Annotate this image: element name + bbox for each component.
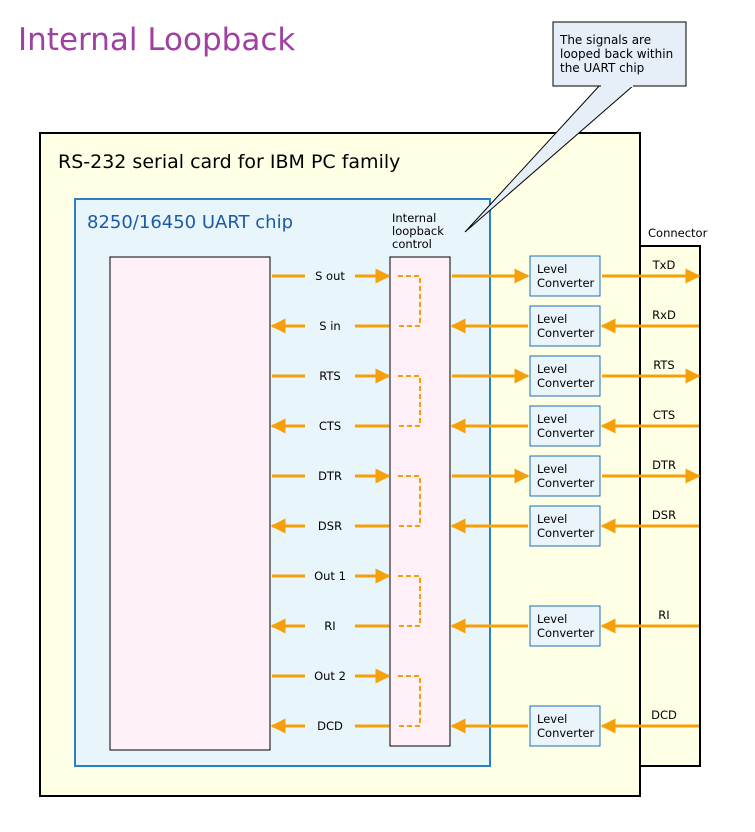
loopback-control-block: [389, 256, 451, 747]
signal-label-out-2: Out 2: [314, 669, 346, 683]
level-converter-label: Level: [537, 412, 567, 426]
level-converter-label: Converter: [537, 426, 595, 440]
loopback-link-s-out: [398, 275, 421, 327]
connector-signal-cts: CTS: [653, 408, 675, 422]
signal-label-bg: [305, 467, 355, 484]
loopback-link-out-1: [398, 575, 421, 627]
level-converter-rts: [529, 355, 601, 397]
level-converter-label: Converter: [537, 626, 595, 640]
level-converter-s-in: [529, 305, 601, 347]
signal-label-out-1: Out 1: [314, 569, 346, 583]
signal-label-bg: [305, 317, 355, 334]
signal-label-dsr: DSR: [318, 519, 342, 533]
level-converter-dtr: [529, 455, 601, 497]
signal-label-bg: [305, 717, 355, 734]
connector-signal-dsr: DSR: [652, 508, 676, 522]
level-converter-label: Converter: [537, 276, 595, 290]
signal-label-bg: [305, 267, 355, 284]
connector-signal-s-out: TxD: [652, 258, 676, 272]
uart-core-block: [109, 256, 271, 751]
level-converter-cts: [529, 405, 601, 447]
level-converter-label: Level: [537, 512, 567, 526]
signal-label-s-in: S in: [319, 319, 340, 333]
level-converter-label: Level: [537, 262, 567, 276]
callout-text: The signals are looped back within the U…: [559, 33, 677, 75]
level-converter-dcd: [529, 705, 601, 747]
callout-line-2: looped back within: [560, 47, 673, 61]
callout-line-1: The signals are: [559, 33, 651, 47]
loopback-link-dtr: [398, 475, 421, 527]
signal-label-bg: [305, 417, 355, 434]
signal-label-bg: [305, 617, 355, 634]
signal-label-dcd: DCD: [317, 719, 343, 733]
connector-label: Connector: [648, 226, 708, 240]
signal-label-s-out: S out: [315, 269, 345, 283]
signal-label-bg: [305, 367, 355, 384]
connector-signal-dtr: DTR: [652, 458, 676, 472]
uart-chip-label: 8250/16450 UART chip: [87, 212, 293, 233]
callout-box: [552, 21, 687, 87]
connector-box: [639, 245, 701, 767]
connector-signal-dcd: DCD: [651, 708, 677, 722]
level-converter-label: Converter: [537, 526, 595, 540]
serial-card-label: RS-232 serial card for IBM PC family: [58, 151, 400, 173]
connector-signal-ri: RI: [658, 608, 669, 622]
level-converter-ri: [529, 605, 601, 647]
level-converter-label: Converter: [537, 376, 595, 390]
level-converter-label: Converter: [537, 326, 595, 340]
signal-label-rts: RTS: [319, 369, 340, 383]
level-converter-label: Converter: [537, 476, 595, 490]
loopback-link-rts: [398, 375, 421, 427]
loopback-control-label: Internal loopback control: [392, 211, 448, 251]
callout-line-3: the UART chip: [560, 61, 644, 75]
signal-label-bg: [305, 517, 355, 534]
connector-signal-rts: RTS: [653, 358, 674, 372]
level-converter-label: Level: [537, 712, 567, 726]
level-converter-dsr: [529, 505, 601, 547]
level-converter-label: Level: [537, 312, 567, 326]
signal-label-bg: [305, 667, 355, 684]
signal-label-bg: [305, 567, 355, 584]
loopback-label-line-2: loopback: [392, 224, 444, 238]
page-title: Internal Loopback: [18, 22, 295, 58]
level-converter-label: Level: [537, 612, 567, 626]
signal-label-cts: CTS: [319, 419, 341, 433]
signal-label-ri: RI: [324, 619, 335, 633]
connector-signal-s-in: RxD: [652, 308, 676, 322]
level-converter-label: Level: [537, 462, 567, 476]
level-converter-label: Converter: [537, 726, 595, 740]
level-converter-s-out: [529, 255, 601, 297]
loopback-link-out-2: [398, 675, 421, 727]
loopback-label-line-3: control: [392, 237, 432, 251]
level-converter-label: Level: [537, 362, 567, 376]
loopback-label-line-1: Internal: [392, 211, 436, 225]
signal-label-dtr: DTR: [318, 469, 342, 483]
